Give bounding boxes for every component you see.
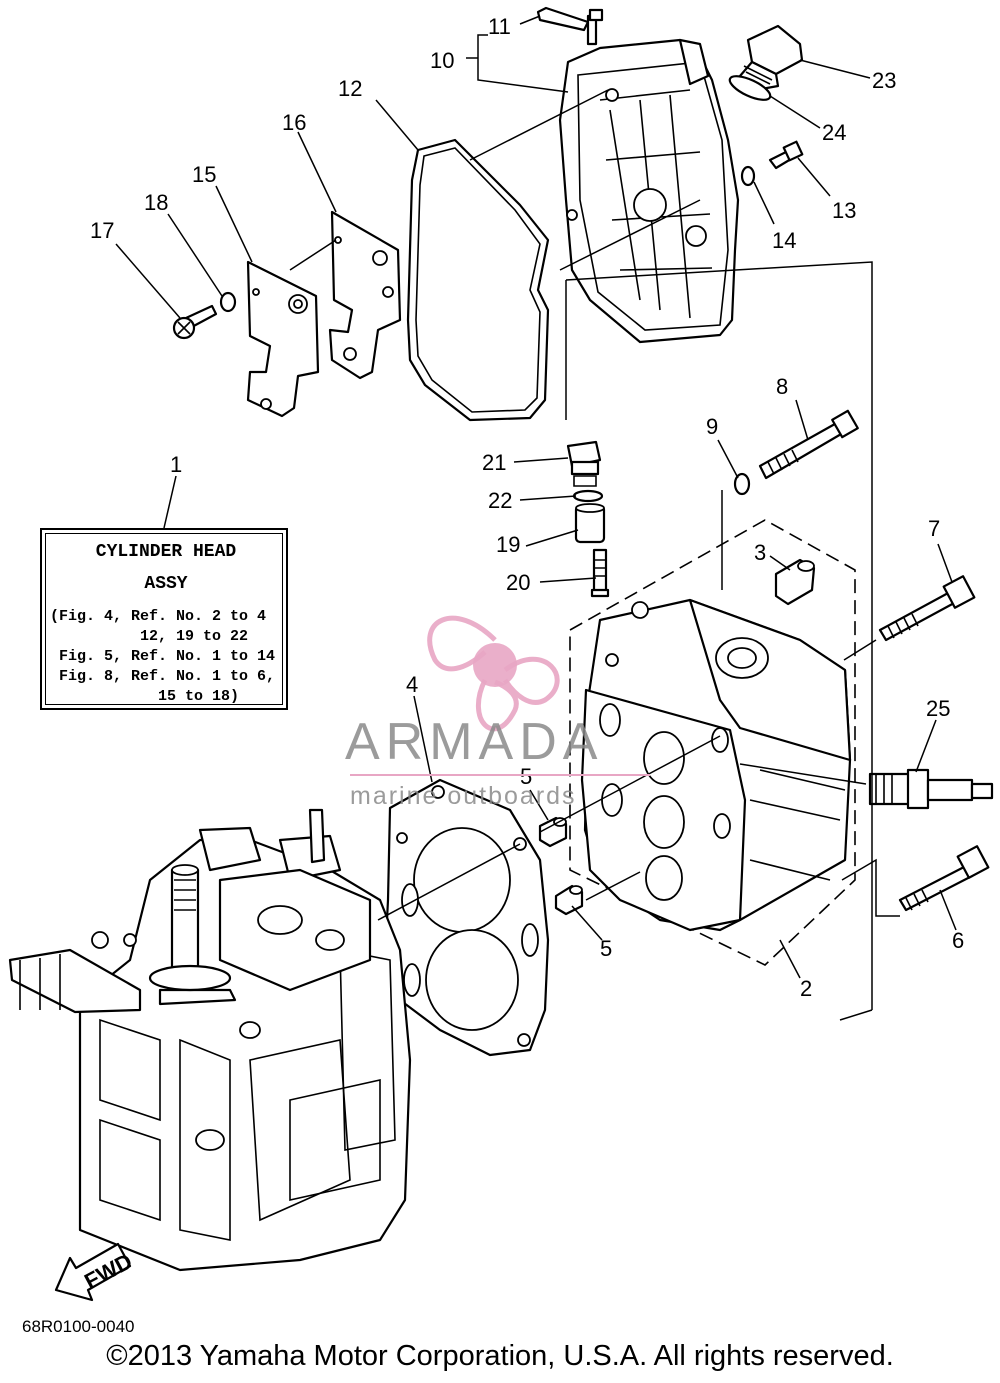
leader-lines (115, 15, 957, 1021)
plate-16 (328, 210, 402, 380)
cylinder-block (8, 808, 412, 1272)
cylinder-head-cover (558, 38, 740, 344)
dowel-5-lower (554, 884, 584, 916)
callout-3: 3 (754, 540, 766, 565)
watermark-brand: ARMADA (345, 713, 604, 771)
dowel-5-upper (538, 816, 568, 848)
bolt-11 (536, 6, 604, 46)
gasket-12 (406, 138, 550, 422)
assy-line-4: Fig. 8, Ref. No. 1 to 6, (50, 668, 276, 685)
cylinder-head-assy-box: CYLINDER HEAD ASSY (Fig. 4, Ref. No. 2 t… (40, 528, 288, 710)
callout-17: 17 (90, 218, 114, 243)
callout-14: 14 (772, 228, 796, 253)
diagram-code: 68R0100-0040 (22, 1317, 135, 1336)
callout-11: 11 (488, 14, 511, 39)
o-ring-24 (728, 75, 772, 101)
o-ring-22 (572, 489, 604, 503)
head-gasket-4 (383, 778, 550, 1057)
dowel-3 (774, 558, 816, 606)
assy-line-1: (Fig. 4, Ref. No. 2 to 4 (50, 608, 267, 625)
cylinder-head (569, 519, 856, 966)
callout-5-lower: 5 (600, 936, 612, 961)
watermark-tagline: marine outboards (350, 782, 577, 810)
callout-19: 19 (496, 532, 520, 557)
armada-logo-watermark (427, 615, 560, 732)
callout-4: 4 (406, 672, 418, 697)
callout-2: 2 (800, 976, 812, 1001)
callout-24: 24 (822, 120, 846, 145)
bolt-8 (758, 409, 859, 480)
assy-line-2: 12, 19 to 22 (50, 628, 249, 645)
callout-15: 15 (192, 162, 216, 187)
spark-plug-25 (868, 768, 994, 810)
callout-7: 7 (928, 516, 940, 541)
washer-18 (219, 291, 237, 313)
assy-line-5: 15 to 18) (50, 688, 240, 705)
callout-12: 12 (338, 76, 362, 101)
copyright-notice: ©2013 Yamaha Motor Corporation, U.S.A. A… (106, 1340, 894, 1372)
sleeve-19 (574, 503, 606, 544)
bolt-7 (878, 575, 976, 642)
callout-20: 20 (506, 570, 530, 595)
plug-21 (566, 440, 602, 487)
callout-16: 16 (282, 110, 306, 135)
pin-20 (590, 548, 610, 598)
washer-9 (733, 472, 751, 496)
assy-box-inner-border (45, 533, 283, 705)
assy-title-line1: CYLINDER HEAD (95, 542, 237, 562)
assy-line-3: Fig. 5, Ref. No. 1 to 14 (50, 648, 276, 665)
callout-18: 18 (144, 190, 168, 215)
callout-10: 10 (430, 48, 454, 73)
callout-6: 6 (952, 928, 964, 953)
callout-21: 21 (482, 450, 506, 475)
callout-9: 9 (706, 414, 718, 439)
callout-8: 8 (776, 374, 788, 399)
callout-5-upper: 5 (520, 764, 532, 789)
callout-23: 23 (872, 68, 896, 93)
bolt-13 (768, 140, 804, 170)
bolt-6 (898, 845, 990, 912)
fwd-arrow: FWD (54, 1242, 136, 1302)
callout-25: 25 (926, 696, 950, 721)
washer-14 (740, 165, 756, 187)
watermark-divider (350, 774, 650, 776)
callout-13: 13 (832, 198, 856, 223)
assy-title-line2: ASSY (144, 574, 188, 594)
callout-numbers: 1 2 3 4 5 5 6 7 8 9 10 11 12 13 14 15 16… (90, 14, 964, 1001)
callout-1: 1 (170, 452, 182, 477)
callout-22: 22 (488, 488, 512, 513)
plate-15 (246, 260, 320, 418)
screw-17 (172, 304, 218, 340)
